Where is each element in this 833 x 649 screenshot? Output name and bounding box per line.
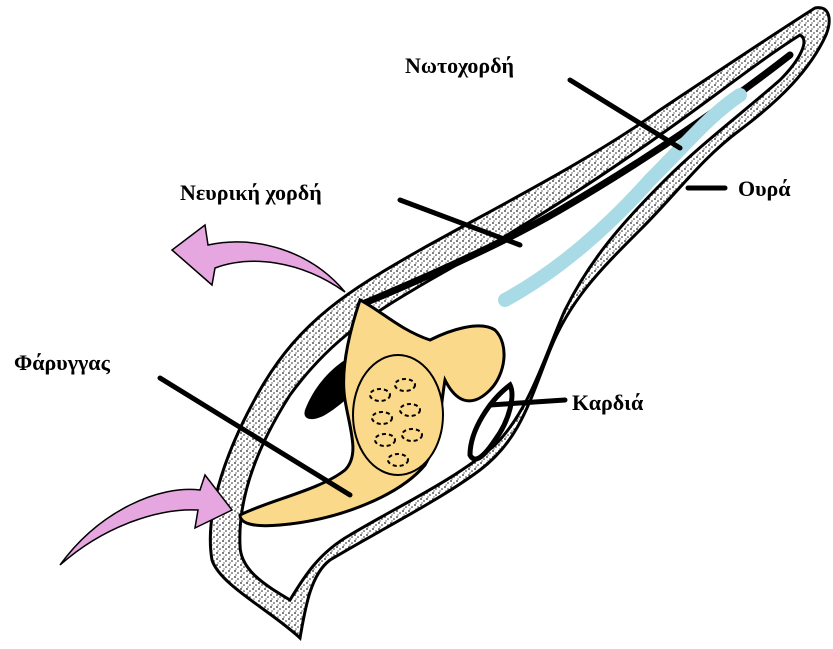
pharynx-pouch xyxy=(353,355,443,475)
label-pharynx: Φάρυγγας xyxy=(14,352,110,374)
label-nerve-cord: Νευρική χορδή xyxy=(180,182,322,204)
label-notochord: Νωτοχορδή xyxy=(405,55,514,77)
arrow-in-icon xyxy=(60,475,232,565)
arrow-out-icon xyxy=(172,225,345,292)
label-tail: Ουρά xyxy=(738,178,791,200)
label-heart: Καρδιά xyxy=(572,392,643,414)
